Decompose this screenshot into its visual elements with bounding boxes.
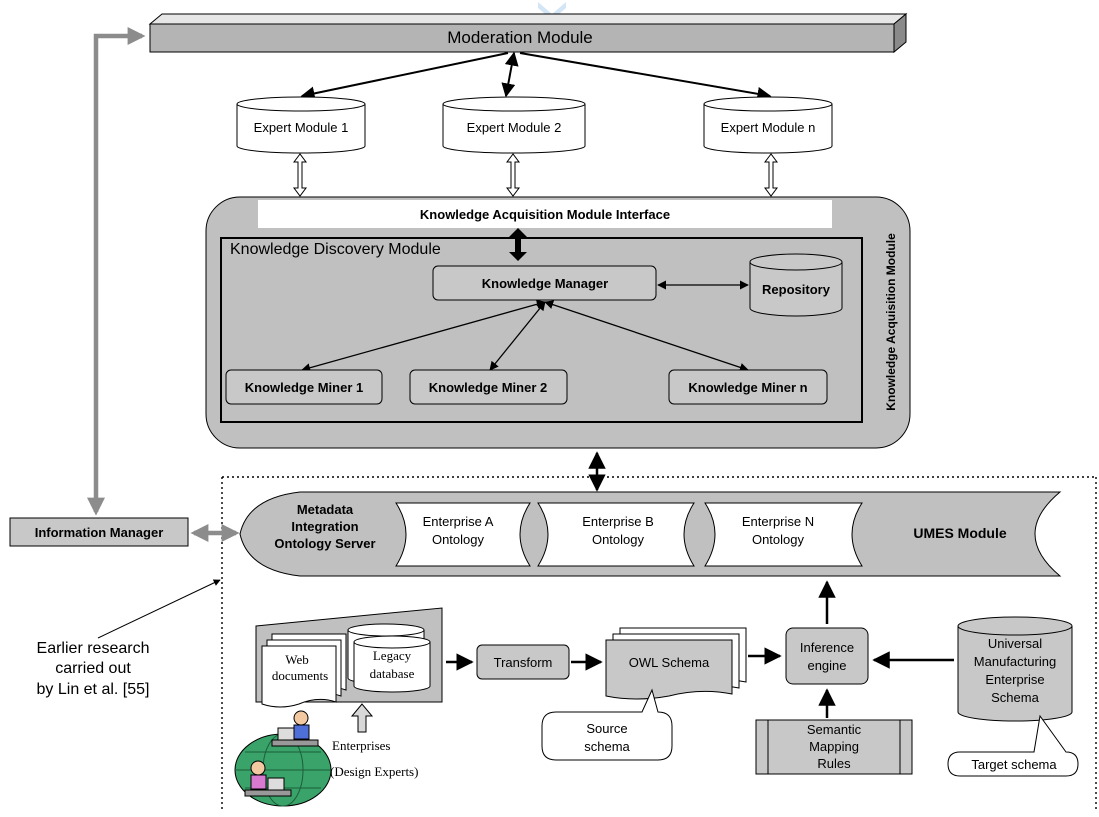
enterprise-a-ontology[interactable]: Enterprise A Ontology (395, 502, 531, 567)
knowledge-miner-2-label: Knowledge Miner 2 (429, 380, 547, 395)
web-documents-line2: documents (272, 668, 328, 683)
enterprises-icon (234, 710, 332, 807)
acquisition-interface-box (258, 200, 832, 228)
expert-module-2-label: Expert Module 2 (467, 120, 562, 135)
information-manager-label: Information Manager (35, 525, 164, 540)
legacy-database-line1: Legacy (373, 648, 412, 663)
enterprise-b-line2: Ontology (592, 532, 645, 547)
universal-line3: Enterprise (985, 672, 1044, 687)
expert-module-n-label: Expert Module n (721, 120, 816, 135)
enterprise-a-line1: Enterprise A (423, 514, 494, 529)
source-schema-line1: Source (586, 721, 627, 736)
earlier-research-line3: by Lin et al. [55] (37, 681, 150, 698)
knowledge-miner-n-label: Knowledge Miner n (688, 380, 807, 395)
enterprises-line1: Enterprises (332, 738, 390, 753)
moderation-module-bar[interactable]: Moderation Module (148, 12, 908, 54)
semantic-line1: Semantic (807, 722, 862, 737)
gray-connectors (87, 27, 240, 542)
legacy-database-line2: database (370, 666, 415, 681)
knowledge-manager-label: Knowledge Manager (482, 276, 608, 291)
target-schema-label: Target schema (971, 757, 1057, 772)
knowledge-acquisition-module[interactable]: Knowledge Acquisition Module Interface K… (205, 196, 911, 449)
semantic-line3: Rules (817, 756, 851, 771)
web-documents-icon[interactable]: Web documents (261, 633, 347, 708)
knowledge-miner-2[interactable]: Knowledge Miner 2 (409, 369, 568, 405)
acquisition-side-label: Knowledge Acquisition Module (884, 233, 898, 411)
knowledge-miner-1-label: Knowledge Miner 1 (245, 380, 363, 395)
expert-module-2[interactable]: Expert Module 2 (442, 96, 586, 154)
metadata-server-line2: Integration (291, 519, 358, 534)
web-documents-line1: Web (285, 652, 309, 667)
universal-schema-cylinder[interactable]: Universal Manufacturing Enterprise Schem… (957, 616, 1073, 722)
metadata-server-line3: Ontology Server (274, 536, 375, 551)
universal-line1: Universal (988, 636, 1042, 651)
knowledge-discovery-module[interactable]: Knowledge Discovery Module (220, 237, 863, 423)
transform-box[interactable]: Transform (476, 644, 570, 680)
enterprise-upload-arrow (350, 703, 374, 733)
semantic-mapping-rules-box[interactable]: Semantic Mapping Rules (755, 719, 913, 775)
discovery-module-title: Knowledge Discovery Module (230, 241, 441, 258)
expert-interface-connectors (293, 153, 778, 197)
enterprises-line2: (Design Experts) (330, 764, 418, 779)
interface-manager-arrow (509, 228, 527, 261)
earlier-research-note: Earlier research carried out by Lin et a… (37, 579, 221, 698)
legacy-database-icon[interactable]: Legacy database (347, 623, 431, 693)
expert-module-1[interactable]: Expert Module 1 (236, 96, 366, 154)
owl-schema-label: OWL Schema (629, 655, 710, 670)
enterprise-b-line1: Enterprise B (582, 514, 654, 529)
earlier-research-line2: carried out (55, 660, 131, 677)
source-schema-line2: schema (584, 739, 630, 754)
expert-module-1-label: Expert Module 1 (254, 120, 349, 135)
inference-engine-box[interactable]: Inference engine (785, 627, 869, 685)
inference-engine-line2: engine (807, 658, 846, 673)
enterprise-a-line2: Ontology (432, 532, 485, 547)
universal-line2: Manufacturing (974, 654, 1056, 669)
repository-cylinder[interactable]: Repository (749, 253, 843, 317)
knowledge-miner-n[interactable]: Knowledge Miner n (668, 369, 828, 405)
umes-module-label: UMES Module (913, 525, 1007, 541)
transform-label: Transform (494, 655, 553, 670)
universal-line4: Schema (991, 690, 1039, 705)
earlier-research-line1: Earlier research (37, 640, 150, 657)
enterprise-n-line2: Ontology (752, 532, 805, 547)
enterprise-n-line1: Enterprise N (742, 514, 814, 529)
bottom-flow-arrows (446, 580, 954, 718)
expert-module-n[interactable]: Expert Module n (703, 96, 833, 154)
manager-arrows (301, 280, 749, 373)
moderation-expert-arrows (300, 51, 772, 101)
repository-label: Repository (762, 282, 831, 297)
enterprise-b-ontology[interactable]: Enterprise B Ontology (537, 502, 695, 567)
enterprise-n-ontology[interactable]: Enterprise N Ontology (704, 502, 863, 567)
owl-schema-stack[interactable]: OWL Schema (605, 627, 747, 700)
semantic-line2: Mapping (809, 739, 859, 754)
inference-engine-line1: Inference (800, 640, 854, 655)
target-schema-callout: Target schema (947, 714, 1079, 777)
moderation-module-title: Moderation Module (447, 28, 593, 47)
metadata-server-line1: Metadata (297, 502, 354, 517)
knowledge-manager-box[interactable]: Knowledge Manager (432, 265, 657, 301)
knowledge-miner-1[interactable]: Knowledge Miner 1 (225, 369, 383, 405)
acquisition-interface-label: Knowledge Acquisition Module Interface (420, 207, 670, 222)
source-schema-callout: Source schema (541, 688, 673, 761)
information-manager-box[interactable]: Information Manager (9, 517, 189, 547)
